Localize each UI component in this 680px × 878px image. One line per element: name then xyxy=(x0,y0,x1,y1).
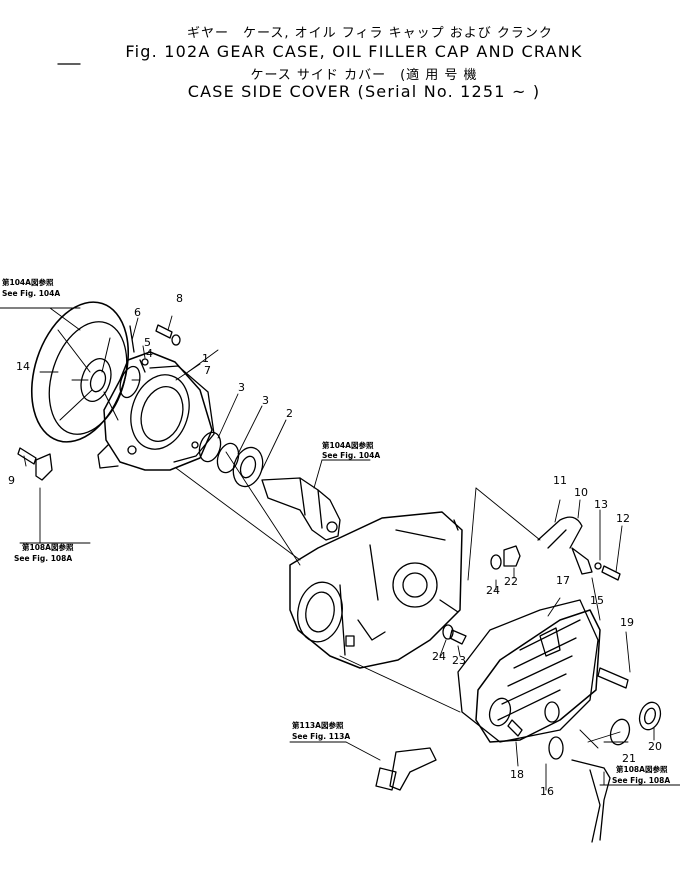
ref-108a-right-en: See Fig. 108A xyxy=(612,776,670,785)
callout-23: 23 xyxy=(452,654,466,667)
ref-108a-right-jp: 第108A図参照 xyxy=(616,764,668,774)
bolt-9-part xyxy=(17,447,37,465)
ref-104a-mid-jp: 第104A図参照 xyxy=(322,440,374,450)
shim-part-b xyxy=(216,442,240,474)
callout-8: 8 xyxy=(176,292,183,305)
filler-cap-20-part xyxy=(638,701,662,731)
pin-part xyxy=(141,358,149,366)
callout-11: 11 xyxy=(553,474,567,487)
title-jp-line2: ケース サイド カバー (適 用 号 機 xyxy=(250,68,478,83)
washer-24-lower-part xyxy=(442,624,454,640)
callout-7: 7 xyxy=(204,364,211,377)
callout-17: 17 xyxy=(556,574,570,587)
callout-22: 22 xyxy=(504,575,518,588)
dowel-pin-part xyxy=(129,325,146,373)
title-en-line2: CASE SIDE COVER (Serial No. 1251 ~ ) xyxy=(187,82,541,101)
callout-24a: 24 xyxy=(486,584,500,597)
bushing-16-part xyxy=(548,736,564,760)
callout-2: 2 xyxy=(286,407,293,420)
callout-5: 5 xyxy=(144,336,151,349)
gasket-part xyxy=(149,365,215,463)
u-bolt-part xyxy=(537,516,621,581)
callout-3b: 3 xyxy=(262,394,269,407)
callout-3a: 3 xyxy=(238,381,245,394)
governor-link-part xyxy=(375,747,437,791)
callout-10: 10 xyxy=(574,486,588,499)
gear-case-cover-part xyxy=(97,351,213,471)
washer-24-upper-part xyxy=(490,554,502,570)
callout-4: 4 xyxy=(146,347,153,360)
ref-104a-mid-en: See Fig. 104A xyxy=(322,451,380,460)
callout-18: 18 xyxy=(510,768,524,781)
ref-108a-left-en: See Fig. 108A xyxy=(14,554,72,563)
leader-lines xyxy=(0,307,680,791)
crankshaft-part xyxy=(261,477,341,541)
shim-part-a xyxy=(198,431,222,463)
ref-104a-top-jp: 第104A図参照 xyxy=(2,277,54,287)
plug-23-part xyxy=(449,629,467,645)
case-side-cover-part xyxy=(475,609,601,743)
plate-part xyxy=(35,453,53,481)
crankcase-block-part xyxy=(289,511,463,669)
oil-seal-part xyxy=(119,365,141,399)
callout-12: 12 xyxy=(616,512,630,525)
callout-20: 20 xyxy=(648,740,662,753)
callout-9: 9 xyxy=(8,474,15,487)
bolt-8-part xyxy=(155,324,181,346)
callout-15: 15 xyxy=(590,594,604,607)
title-en-line1: Fig. 102A GEAR CASE, OIL FILLER CAP AND … xyxy=(125,42,583,61)
callout-13: 13 xyxy=(594,498,608,511)
bearing-plate-part xyxy=(232,446,264,488)
callout-1: 1 xyxy=(202,352,209,365)
callout-6: 6 xyxy=(134,306,141,319)
callout-14: 14 xyxy=(16,360,30,373)
flywheel-part xyxy=(30,301,130,443)
ref-104a-top-en: See Fig. 104A xyxy=(2,289,60,298)
crank-handle-part xyxy=(571,759,611,843)
oil-seal-21-part xyxy=(609,718,631,746)
nut-22-part xyxy=(503,545,521,567)
ref-113a-jp: 第113A図参照 xyxy=(292,720,344,730)
bolt-19-part xyxy=(597,667,629,689)
callout-21: 21 xyxy=(622,752,636,765)
callout-16: 16 xyxy=(540,785,554,798)
title-jp-line1: ギヤー ケース, オイル フィラ キャップ および クランク xyxy=(187,26,553,41)
callout-24b: 24 xyxy=(432,650,446,663)
ref-108a-left-jp: 第108A図参照 xyxy=(22,542,74,552)
callout-19: 19 xyxy=(620,616,634,629)
bolt-18-part xyxy=(507,719,523,737)
ref-113a-en: See Fig. 113A xyxy=(292,732,350,741)
